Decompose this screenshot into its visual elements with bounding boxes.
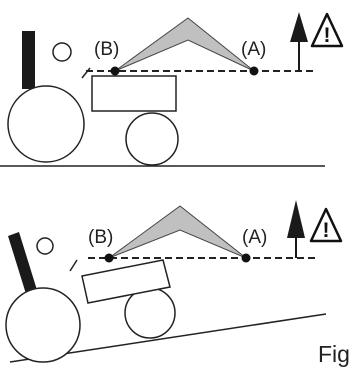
warning-symbol: ! bbox=[324, 24, 331, 47]
rear-wheel bbox=[5, 287, 81, 363]
point-a-label: (A) bbox=[242, 227, 267, 248]
front-wheel bbox=[125, 112, 179, 166]
point-b-dot bbox=[104, 253, 114, 263]
tree-crown bbox=[290, 12, 308, 42]
exhaust-stack bbox=[22, 31, 35, 89]
tractor-body bbox=[81, 259, 171, 304]
tractor-icon bbox=[7, 31, 179, 166]
cab-window bbox=[36, 237, 54, 255]
figure-caption: Fig bbox=[318, 341, 350, 367]
rear-wheel bbox=[7, 85, 85, 163]
warning-triangle-outline bbox=[310, 12, 344, 48]
point-b-dot bbox=[110, 66, 120, 76]
cab-window bbox=[52, 42, 72, 62]
warning-triangle-outline bbox=[309, 207, 343, 243]
warning-symbol: ! bbox=[323, 219, 330, 242]
point-b-label: (B) bbox=[88, 227, 113, 248]
warning-triangle-icon: ! bbox=[309, 207, 343, 243]
panel-level-ground: (B) (A) ! bbox=[0, 12, 344, 167]
tree-crown bbox=[287, 200, 305, 238]
tractor-icon bbox=[5, 232, 176, 363]
tractor-body bbox=[91, 75, 177, 112]
warning-triangle-icon: ! bbox=[310, 12, 344, 48]
tree-icon bbox=[290, 12, 308, 71]
point-a-dot bbox=[249, 66, 259, 76]
point-a-label: (A) bbox=[241, 39, 266, 60]
raised-arm bbox=[114, 17, 255, 72]
hitch-mark bbox=[69, 259, 78, 272]
front-wheel bbox=[124, 287, 176, 339]
hitch-mark bbox=[81, 67, 91, 79]
point-a-dot bbox=[241, 253, 251, 263]
panel-slope: (B) (A) ! bbox=[5, 200, 343, 363]
raised-arm bbox=[108, 205, 247, 259]
exhaust-stack bbox=[8, 232, 37, 294]
tree-icon bbox=[287, 200, 305, 258]
point-b-label: (B) bbox=[94, 39, 119, 60]
